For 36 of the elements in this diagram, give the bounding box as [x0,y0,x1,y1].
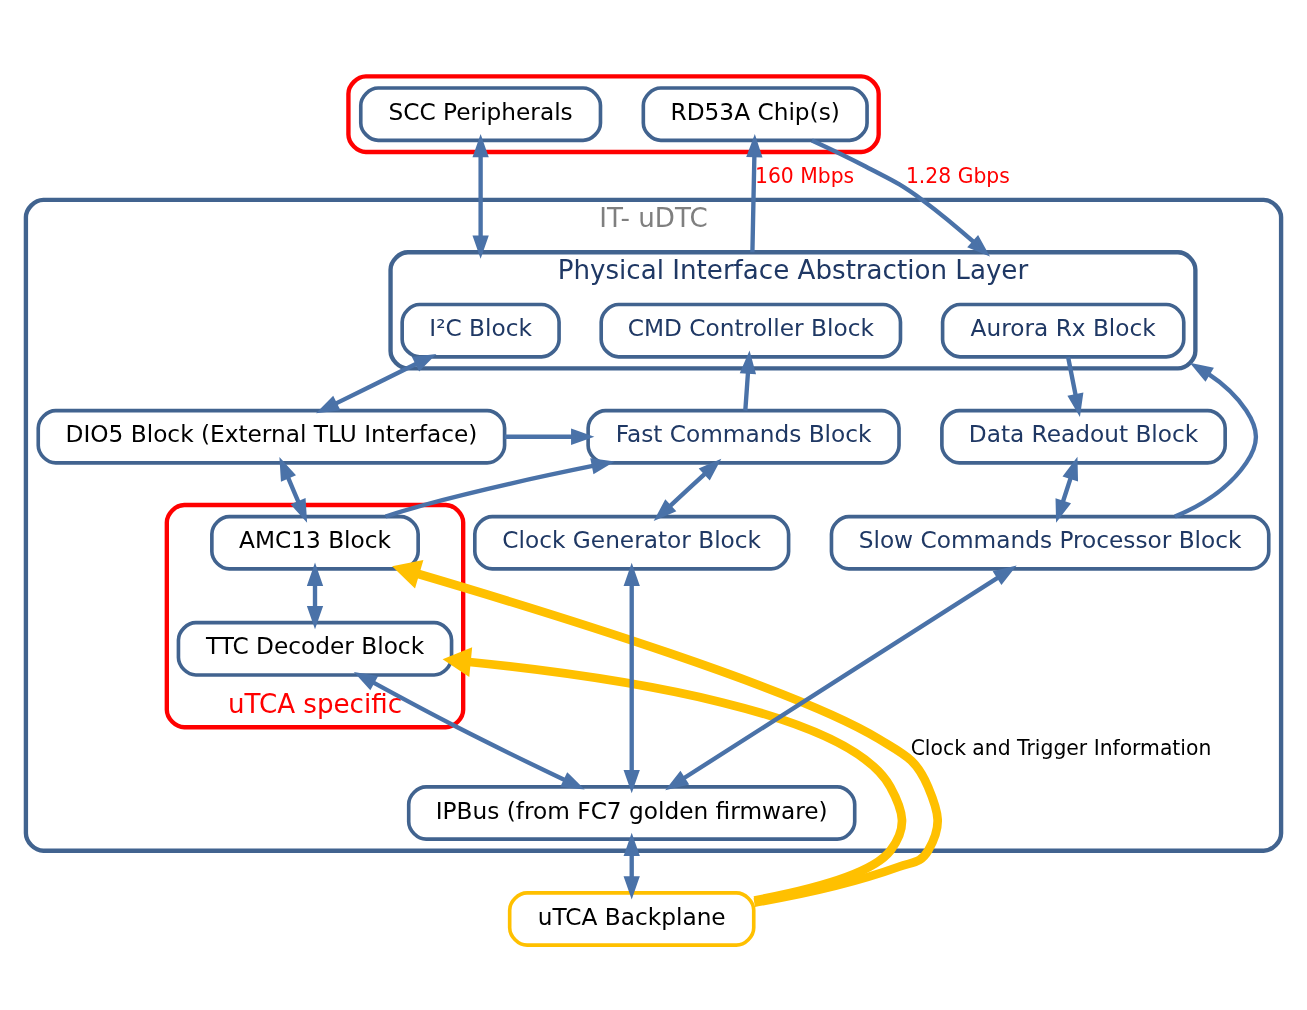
arrow [384,458,615,519]
node-box: Data Readout Block [940,408,1227,465]
cluster [346,74,881,155]
node-box: Fast Commands Block [586,408,901,465]
node-box: AMC13 Block [210,514,420,571]
arrow [1174,362,1259,519]
arrow [472,133,489,259]
node-box: Clock Generator Block [473,514,791,571]
node-box: RD53A Chip(s) [641,86,869,143]
arrow [665,565,1017,791]
arrow [623,832,640,900]
arrow [811,138,990,257]
arrow [623,562,640,794]
arrow [504,428,595,445]
arrow [392,560,942,907]
arrow [653,458,722,522]
edge-label: Clock and Trigger Information [910,736,1212,761]
node-box: Slow Commands Processor Block [829,514,1271,571]
node-box: IPBus (from FC7 golden firmware) [406,785,857,841]
arrow [442,647,907,905]
edge-label: 1.28 Gbps [905,163,1010,188]
node-box: DIO5 Block (External TLU Interface) [36,408,507,465]
node-box: I²C Block [400,302,561,359]
arrow [1055,456,1079,523]
arrow [746,133,763,253]
node-box: SCC Peripherals [358,86,603,143]
edge-label: 160 Mbps [754,163,855,188]
node-box: CMD Controller Block [599,302,903,359]
node-box: TTC Decoder Block [176,620,454,677]
arrow [315,353,437,414]
arrow [353,671,585,790]
arrow [279,457,308,523]
arrow [306,562,324,630]
node-box: uTCA Backplane [507,891,756,947]
arrow [739,350,757,411]
node-box: Aurora Rx Block [940,302,1186,359]
